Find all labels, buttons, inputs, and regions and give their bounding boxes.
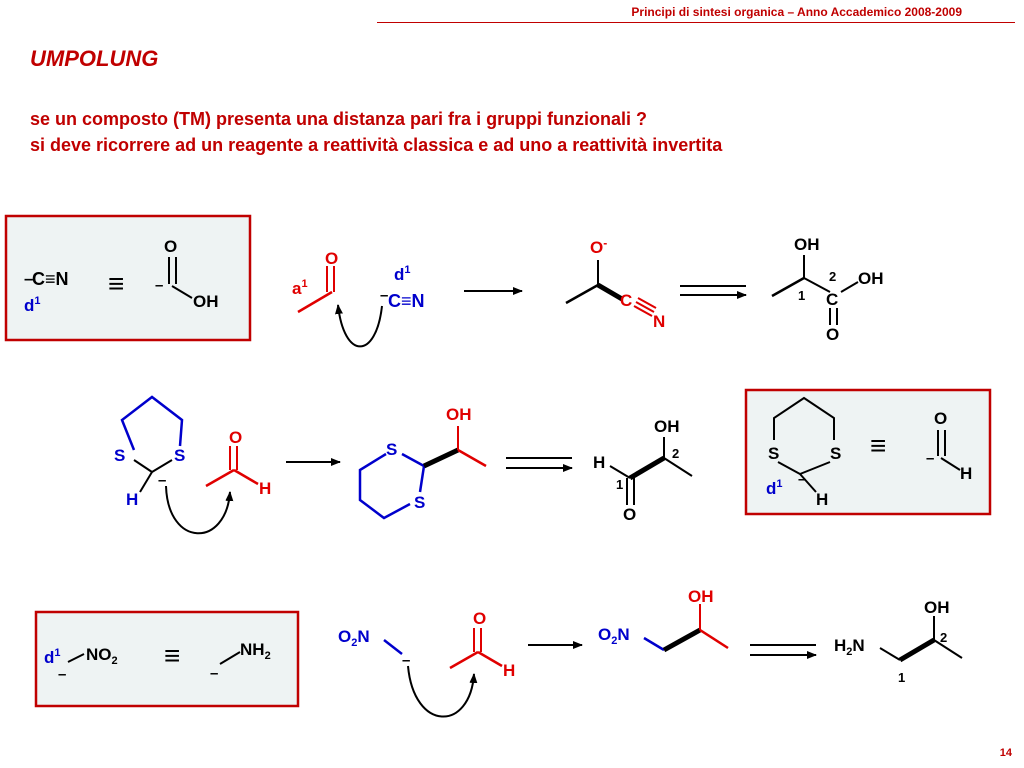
hydroxyl-label: OH [794, 235, 820, 254]
nitrile-carbon: C [620, 291, 632, 310]
charge-sign: – [24, 269, 33, 288]
hydroxyl-label: OH [858, 269, 884, 288]
charge-sign: – [155, 277, 163, 294]
curved-arrow-icon [407, 665, 478, 718]
subtitle-line-1: se un composto (TM) presenta una distanz… [30, 109, 648, 129]
aldehyde-hydrogen: H [259, 479, 271, 498]
hydrogen-atom: H [816, 490, 828, 509]
nitro-group: O2N [598, 625, 630, 647]
position-number: 2 [940, 630, 947, 645]
sulfur-atom: S [414, 493, 425, 512]
position-number: 1 [798, 288, 805, 303]
curved-arrow-icon [335, 304, 383, 348]
header-divider [377, 22, 1015, 23]
aldehyde-oxygen: O [229, 428, 242, 447]
charge-sign: – [798, 471, 806, 488]
donor-label: d1 [24, 295, 41, 315]
hydrogen-atom: H [960, 464, 972, 483]
aldehyde-hydrogen: H [503, 661, 515, 680]
position-number: 1 [616, 477, 623, 492]
hydrogen-atom: H [126, 490, 138, 509]
sulfur-atom: S [768, 444, 779, 463]
cyanide-label: C≡N [32, 269, 69, 289]
charge-sign: – [402, 652, 410, 669]
multistep-arrow-icon [506, 454, 574, 472]
curved-arrow-icon [165, 485, 234, 535]
amino-group: H2N [834, 636, 865, 658]
nitro-group: NO2 [86, 645, 118, 667]
donor-label: d1 [766, 478, 783, 498]
charge-sign: – [926, 450, 934, 467]
aldehyde-oxygen: O [325, 249, 338, 268]
nitro-group: O2N [338, 627, 370, 649]
cyanide-equivalence-box [4, 214, 252, 342]
nitro-equivalence-box [34, 610, 300, 708]
acceptor-label: a1 [292, 278, 308, 298]
sulfur-atom: S [830, 444, 841, 463]
sulfur-atom: S [114, 446, 125, 465]
hydroxyl-label: OH [446, 405, 472, 424]
charge-sign: – [380, 287, 388, 304]
carbonyl-oxygen: O [826, 325, 839, 344]
amino-group: NH2 [240, 640, 271, 662]
equivalent-sign: ≡ [870, 430, 886, 461]
sulfur-atom: S [174, 446, 185, 465]
charge-sign: – [58, 666, 66, 683]
position-number: 2 [829, 269, 836, 284]
course-header: Principi di sintesi organica – Anno Acca… [631, 5, 962, 19]
equivalent-sign: ≡ [164, 640, 180, 671]
cyanide-label: C≡N [388, 291, 425, 311]
multistep-arrow-icon [680, 282, 748, 300]
charge-sign: – [210, 665, 218, 682]
carboxyl-carbon: C [826, 290, 838, 309]
nitrile-nitrogen: N [653, 312, 665, 331]
hydrogen-atom: H [593, 453, 605, 472]
carbonyl-oxygen: O [164, 237, 177, 256]
aldehyde-oxygen: O [473, 609, 486, 628]
carbonyl-oxygen: O [934, 409, 947, 428]
page-number: 14 [999, 747, 1012, 759]
equivalent-sign: ≡ [108, 268, 124, 299]
position-number: 2 [672, 446, 679, 461]
carbonyl-oxygen: O [623, 505, 636, 524]
sulfur-atom: S [386, 440, 397, 459]
subtitle-line-2: si deve ricorrere ad un reagente a reatt… [30, 135, 723, 155]
multistep-arrow-icon [750, 641, 818, 659]
hydroxyl-label: OH [654, 417, 680, 436]
hydroxyl-label: OH [688, 587, 714, 606]
dithiane-equivalence-box [744, 388, 992, 516]
alkoxide-oxygen: O- [590, 236, 607, 257]
donor-label: d1 [394, 264, 411, 284]
donor-label: d1 [44, 647, 61, 667]
charge-sign: – [158, 472, 166, 489]
position-number: 1 [898, 670, 905, 685]
hydroxyl-label: OH [924, 598, 950, 617]
page-title: UMPOLUNG [30, 46, 159, 71]
hydroxyl-label: OH [193, 292, 219, 311]
